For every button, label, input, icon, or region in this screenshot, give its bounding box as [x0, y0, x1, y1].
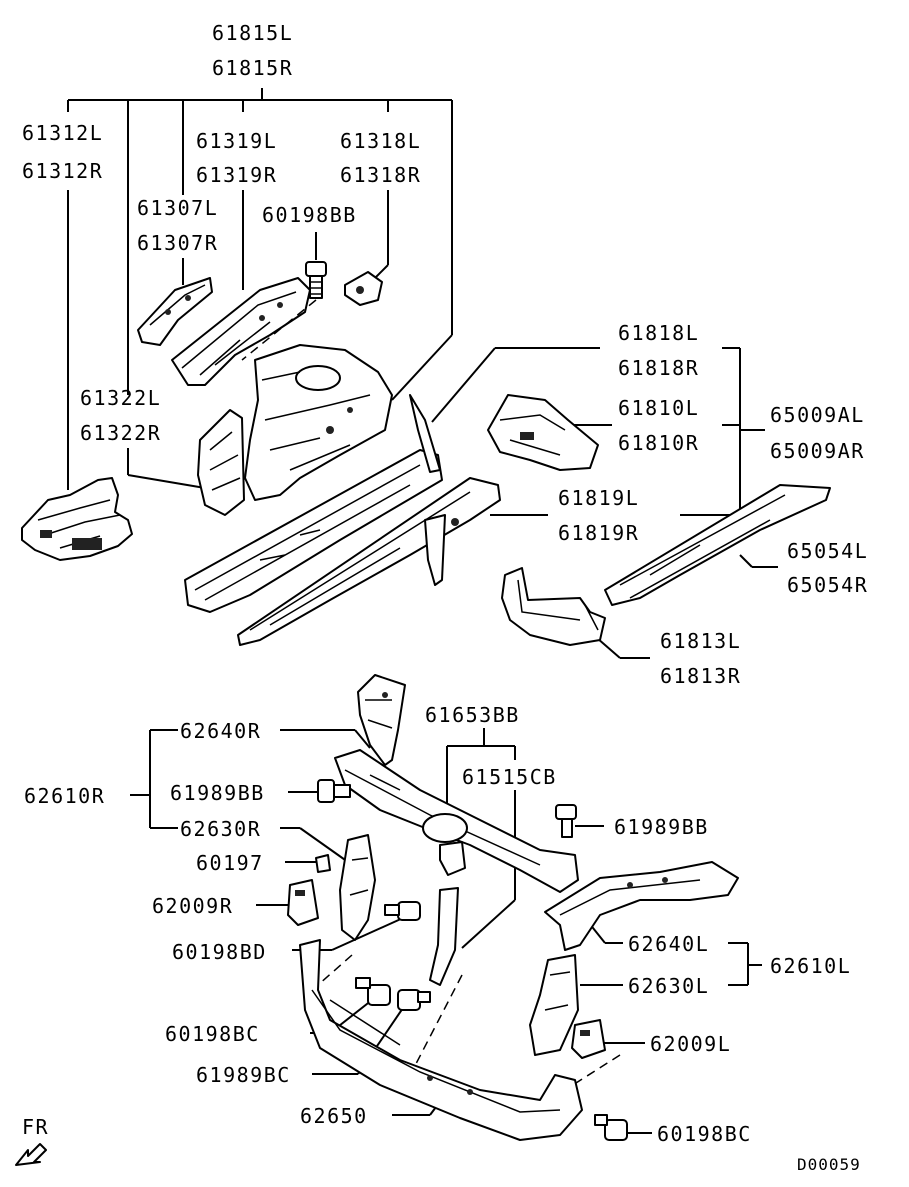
label-62009r: 62009R	[152, 894, 233, 918]
mount-62009l-part	[571, 1019, 606, 1059]
label-61815r: 61815R	[212, 56, 293, 80]
bracket-61312-part	[21, 477, 133, 561]
label-62630r: 62630R	[180, 817, 261, 841]
label-61322r: 61322R	[80, 421, 161, 445]
label-62640r: 62640R	[180, 719, 261, 743]
label-61989bb-right: 61989BB	[614, 815, 709, 839]
label-61319l: 61319L	[196, 129, 277, 153]
crossmember-61653bb-part	[334, 749, 579, 893]
front-arrow-icon	[15, 1143, 47, 1166]
label-61515cb: 61515CB	[462, 765, 557, 789]
member-61819-part	[237, 477, 501, 646]
label-61322l: 61322L	[80, 386, 161, 410]
label-61989bb-left: 61989BB	[170, 781, 265, 805]
label-62009l: 62009L	[650, 1032, 731, 1056]
label-62610r: 62610R	[24, 784, 105, 808]
bracket-62640r-part	[357, 674, 406, 766]
label-62640l: 62640L	[628, 932, 709, 956]
bar-61515cb-part	[429, 887, 459, 986]
label-65009ar: 65009AR	[770, 439, 865, 463]
bolt-61989bb-right-part	[555, 804, 577, 838]
bracket-62640l-part	[544, 861, 739, 951]
label-61312r: 61312R	[22, 159, 103, 183]
label-61307r: 61307R	[137, 231, 218, 255]
label-61319r: 61319R	[196, 163, 277, 187]
brace-61322-part	[197, 409, 245, 516]
diagram-code: D00059	[797, 1155, 861, 1174]
label-61818r: 61818R	[618, 356, 699, 380]
label-60198bc-lower: 60198BC	[657, 1122, 752, 1146]
bracket-62630r-part	[339, 834, 376, 941]
label-61819r: 61819R	[558, 521, 639, 545]
label-65054l: 65054L	[787, 539, 868, 563]
label-60198bd: 60198BD	[172, 940, 267, 964]
label-61307l: 61307L	[137, 196, 218, 220]
label-61810l: 61810L	[618, 396, 699, 420]
label-65054r: 65054R	[787, 573, 868, 597]
bolt-60198bc-upper-part	[355, 977, 391, 1006]
label-61815l: 61815L	[212, 21, 293, 45]
labels: 61815L 61815R 61312L 61312R 61319L 61319…	[22, 21, 868, 1174]
label-62610l: 62610L	[770, 954, 851, 978]
label-60197: 60197	[196, 851, 264, 875]
orientation-label: FR	[22, 1115, 49, 1139]
label-61312l: 61312L	[22, 121, 103, 145]
bolt-60198bc-lower-part	[594, 1114, 628, 1141]
mount-62009r-part	[287, 879, 319, 926]
bracket-61813-part	[501, 567, 606, 646]
label-60198bc-upper: 60198BC	[165, 1022, 260, 1046]
label-61653bb: 61653BB	[425, 703, 520, 727]
label-65009al: 65009AL	[770, 403, 865, 427]
top-parts	[21, 261, 831, 646]
label-62630l: 62630L	[628, 974, 709, 998]
clip-61318-part	[344, 271, 383, 306]
bolt-60198bb-part	[305, 261, 327, 299]
label-62650: 62650	[300, 1104, 368, 1128]
label-61318l: 61318L	[340, 129, 421, 153]
label-60198bb: 60198BB	[262, 203, 357, 227]
top-leader-lines	[67, 88, 778, 659]
clip-60197-part	[315, 854, 331, 873]
bolt-61989bb-left-part	[317, 779, 351, 803]
side-member-61818-part	[184, 394, 443, 613]
label-61813l: 61813L	[660, 629, 741, 653]
label-61810r: 61810R	[618, 431, 699, 455]
label-61989bc: 61989BC	[196, 1063, 291, 1087]
bracket-61810-part	[487, 394, 599, 471]
bracket-61307-part	[137, 277, 213, 346]
bottom-parts	[15, 674, 739, 1166]
rail-65009-part	[604, 484, 831, 606]
bracket-62630l-part	[529, 954, 579, 1056]
bolt-61989bc-part	[397, 989, 431, 1011]
label-61318r: 61318R	[340, 163, 421, 187]
bolt-60198bd-part	[384, 901, 421, 921]
crossmember-62650-part	[299, 939, 583, 1141]
label-61813r: 61813R	[660, 664, 741, 688]
apron-61815-part	[244, 344, 393, 501]
label-61819l: 61819L	[558, 486, 639, 510]
label-61818l: 61818L	[618, 321, 699, 345]
